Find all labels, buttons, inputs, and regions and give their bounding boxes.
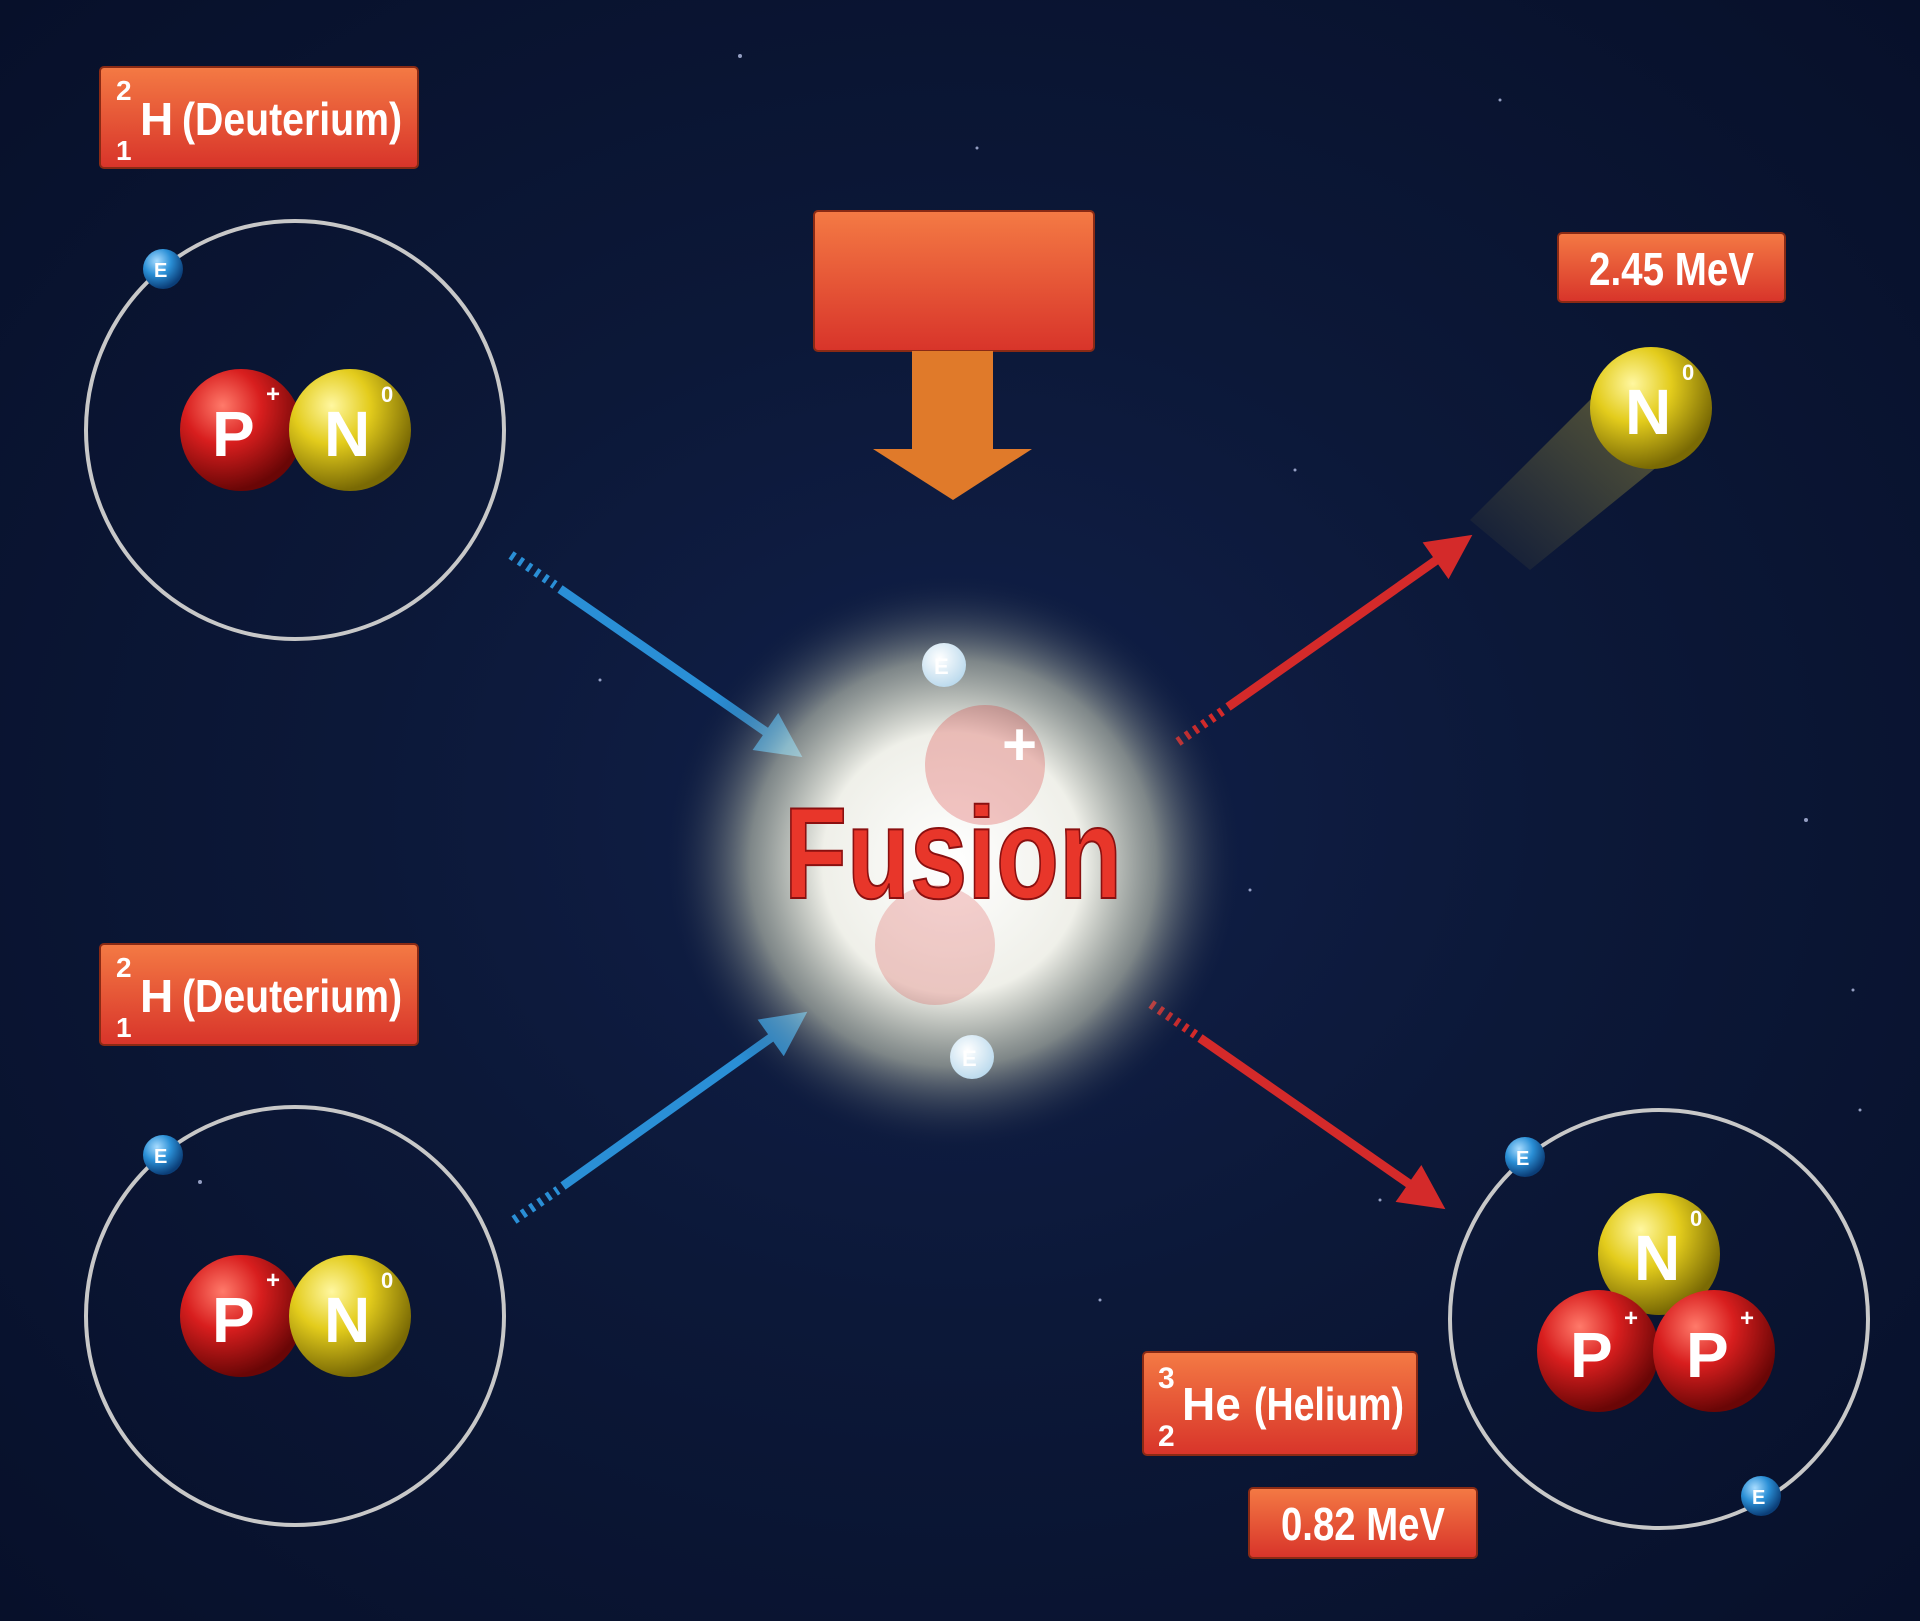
svg-text:E: E (934, 654, 949, 679)
fusion-core: + E E Fusion (663, 573, 1243, 1153)
free-neutron (1590, 347, 1712, 469)
svg-text:0: 0 (1682, 360, 1694, 385)
helium-label: 3 2 He (Helium) (1142, 1351, 1418, 1456)
svg-text:0.82 MeV: 0.82 MeV (1281, 1498, 1445, 1550)
electron-orbit (84, 219, 506, 641)
svg-text:(Deuterium): (Deuterium) (182, 970, 402, 1022)
electron (143, 1135, 183, 1175)
helium-energy-label: 0.82 MeV (1248, 1487, 1478, 1559)
neutron (289, 1255, 411, 1377)
svg-text:H: H (140, 970, 173, 1022)
star-field (198, 54, 1862, 1302)
svg-text:+: + (266, 381, 280, 408)
svg-text:N: N (324, 398, 370, 470)
svg-text:0: 0 (381, 1268, 393, 1293)
fusion-title: Fusion (784, 780, 1122, 926)
neutron (1598, 1193, 1720, 1315)
svg-text:2: 2 (1158, 1420, 1175, 1453)
svg-text:1: 1 (116, 135, 132, 166)
svg-text:3: 3 (1158, 1362, 1175, 1395)
svg-text:0: 0 (381, 382, 393, 407)
svg-text:N: N (324, 1284, 370, 1356)
electron (922, 643, 966, 687)
svg-text:P: P (212, 398, 255, 470)
svg-text:1: 1 (116, 1012, 132, 1043)
svg-text:E: E (154, 260, 167, 282)
down-arrow-shaft (912, 351, 993, 449)
electron (1505, 1137, 1545, 1177)
svg-text:H: H (140, 93, 173, 145)
svg-text:2: 2 (116, 952, 132, 983)
proton (180, 369, 302, 491)
neutron-product: 2.45 MeV N 0 (1470, 232, 1786, 570)
svg-text:(Deuterium): (Deuterium) (182, 93, 402, 145)
svg-text:+: + (266, 1267, 280, 1294)
neutron-energy-label (1557, 232, 1786, 303)
electron (950, 1035, 994, 1079)
helium-atom: N 0 P + P + E E (1448, 1108, 1870, 1530)
svg-text:2: 2 (116, 75, 132, 106)
arrow-out-bottom (1197, 1034, 1446, 1210)
deuterium-label-top: 2 1 H (Deuterium) (99, 66, 419, 169)
svg-text:N: N (1634, 1222, 1680, 1294)
svg-text:E: E (1752, 1487, 1765, 1509)
electron (1741, 1476, 1781, 1516)
electron-orbit (1448, 1108, 1870, 1530)
proton (1653, 1290, 1775, 1412)
svg-text:He: He (1182, 1378, 1241, 1430)
svg-text:(Helium): (Helium) (1254, 1378, 1404, 1430)
deuterium-label-bottom: 2 1 H (Deuterium) (99, 943, 419, 1046)
svg-text:+: + (1740, 1305, 1754, 1332)
svg-text:N: N (1625, 376, 1671, 448)
svg-text:E: E (962, 1046, 977, 1071)
electron-orbit (84, 1105, 506, 1527)
down-arrow-head (873, 449, 1032, 500)
svg-text:0: 0 (1690, 1206, 1702, 1231)
svg-text:E: E (154, 1146, 167, 1168)
svg-text:P: P (1570, 1319, 1613, 1391)
ghost-proton-charge: + (1002, 711, 1037, 778)
svg-text:P: P (1686, 1319, 1729, 1391)
energy-input-box (813, 210, 1095, 500)
svg-text:E: E (1516, 1148, 1529, 1170)
svg-text:+: + (1624, 1305, 1638, 1332)
svg-text:2.45 MeV: 2.45 MeV (1589, 243, 1754, 295)
deuterium-atom-bottom: P + N 0 E (84, 1105, 506, 1527)
outgoing-arrows (1148, 534, 1473, 1210)
electron (143, 249, 183, 289)
proton (180, 1255, 302, 1377)
deuterium-atom-top: P + N 0 E (84, 219, 506, 641)
proton (1537, 1290, 1659, 1412)
neutron (289, 369, 411, 491)
arrow-out-top (1225, 534, 1473, 711)
svg-text:P: P (212, 1284, 255, 1356)
